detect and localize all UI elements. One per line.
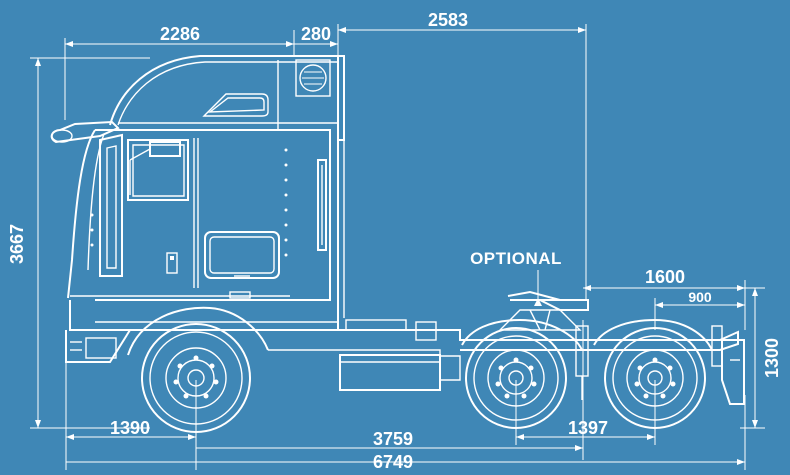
dim-fifth-wheel-offset: 900 xyxy=(688,289,712,305)
dim-cab-length: 2286 xyxy=(160,24,200,44)
rear-wheel-2 xyxy=(604,327,706,429)
dim-tandem-spacing: 1397 xyxy=(568,418,608,438)
dim-rear-overhang-top: 2583 xyxy=(428,10,468,30)
dim-front-overhang: 1390 xyxy=(110,418,150,438)
dim-fifth-wheel-range: 1600 xyxy=(645,267,685,287)
dim-overall-height: 3667 xyxy=(7,224,27,264)
truck-outline xyxy=(50,55,745,405)
dim-frame-height: 1300 xyxy=(762,338,782,378)
tandem-suspension xyxy=(566,325,723,400)
optional-label: OPTIONAL xyxy=(470,249,562,268)
dim-cab-gap: 280 xyxy=(301,24,331,44)
rear-wheel-1 xyxy=(465,327,567,429)
dimension-lines xyxy=(30,24,765,470)
dim-wheelbase: 3759 xyxy=(373,429,413,449)
dim-overall-length: 6749 xyxy=(373,452,413,470)
front-wheel xyxy=(141,323,251,433)
